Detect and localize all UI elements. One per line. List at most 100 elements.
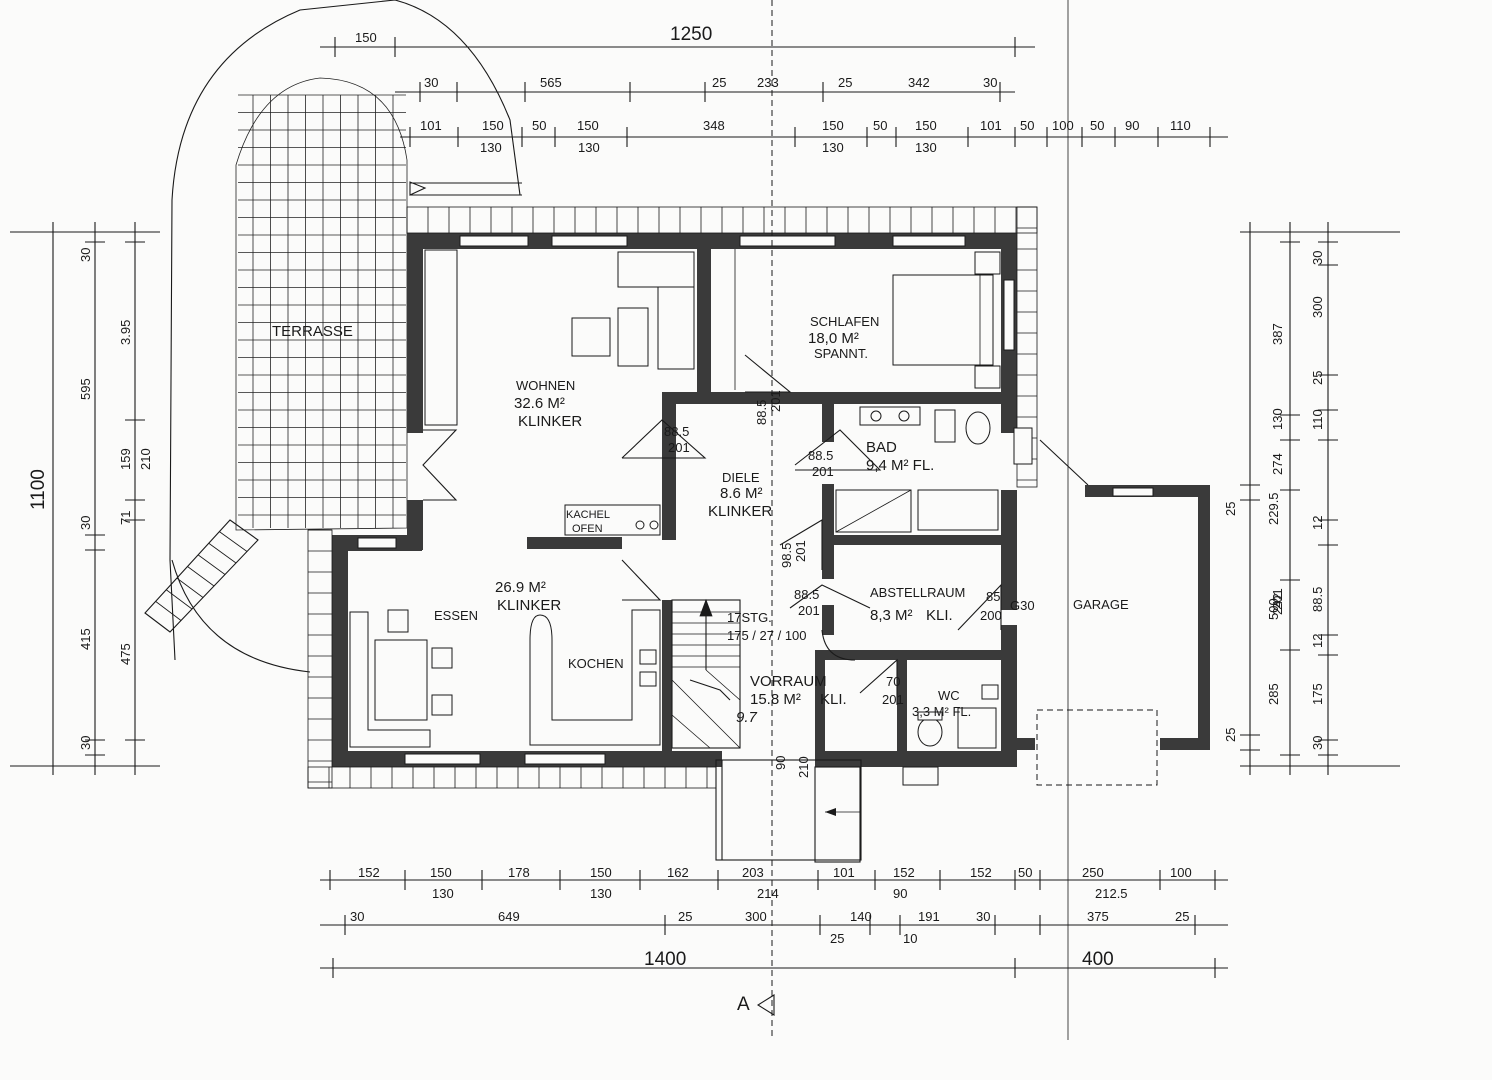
door-6-height: 201 xyxy=(882,692,904,707)
dimension-value: 152 xyxy=(358,865,380,880)
dimension-value: 274 xyxy=(1270,453,1285,475)
dimension-value: 250 xyxy=(1082,865,1104,880)
stairs-handnote: 9.7 xyxy=(736,709,758,726)
stairs-label: 17STG. xyxy=(727,610,772,625)
wohnen-floor: KLINKER xyxy=(518,413,582,430)
top-total: 1250 xyxy=(670,24,712,45)
dimension-value: 415 xyxy=(78,628,93,650)
dimension-value: 30 xyxy=(350,909,364,924)
door-1-width: 88.5 xyxy=(664,424,689,439)
terrace-label: TERRASSE xyxy=(272,323,353,340)
dimension-value: 387 xyxy=(1270,323,1285,345)
dimension-value: 30 xyxy=(78,516,93,530)
kachelofen-line1: KACHEL xyxy=(566,509,610,521)
dimension-value: 101 xyxy=(833,865,855,880)
dimension-value: 152 xyxy=(970,865,992,880)
dimension-value: 30 xyxy=(78,248,93,262)
dimension-value: 300 xyxy=(745,909,767,924)
dimension-value: 101 xyxy=(420,118,442,133)
essen-floor: KLINKER xyxy=(497,597,561,614)
garage-name: GARAGE xyxy=(1073,597,1129,612)
entry-door-height: 210 xyxy=(796,756,811,778)
dimension-value: 233 xyxy=(757,75,779,90)
dimension-value: 30 xyxy=(424,75,438,90)
vorraum-floor: KLI. xyxy=(820,691,847,708)
abstellraum-floor: KLI. xyxy=(926,607,953,624)
dimension-value: 12 xyxy=(1310,634,1325,648)
bottom-total-left: 1400 xyxy=(644,949,686,970)
dimension-value: 130 xyxy=(578,140,600,155)
dimension-value: 25 xyxy=(1175,909,1189,924)
door-7-width: 85 xyxy=(986,589,1000,604)
dimension-value: 178 xyxy=(508,865,530,880)
essen-name: ESSEN xyxy=(434,608,478,623)
dimension-lines xyxy=(10,0,1400,1040)
entry-steps xyxy=(715,759,862,863)
dimension-value: 90 xyxy=(1125,118,1139,133)
dimension-value: 25 xyxy=(712,75,726,90)
paving xyxy=(307,206,1038,789)
dimension-value: 50 xyxy=(1018,865,1032,880)
dimension-value: 150 xyxy=(822,118,844,133)
dimension-value: 130 xyxy=(590,886,612,901)
dimension-value: 101 xyxy=(980,118,1002,133)
dimension-value: 30 xyxy=(976,909,990,924)
dimension-value: 500 xyxy=(1266,598,1281,620)
schlafen-area: 18,0 M² xyxy=(808,330,859,347)
dimension-value: 159 xyxy=(118,448,133,470)
abstellraum-name: ABSTELLRAUM xyxy=(870,585,965,600)
door-1-height: 201 xyxy=(668,440,690,455)
door-5-width: 98.5 xyxy=(779,543,794,568)
dimension-value: 150 xyxy=(577,118,599,133)
dimension-value: 100 xyxy=(1170,865,1192,880)
dimension-value: 130 xyxy=(480,140,502,155)
dimension-value: 214 xyxy=(757,886,779,901)
diele-name: DIELE xyxy=(722,470,760,485)
schlafen-floor: SPANNT. xyxy=(814,346,868,361)
dimension-value: 110 xyxy=(1170,118,1191,133)
bottom-total-right: 400 xyxy=(1082,949,1114,970)
dimension-value: 175 xyxy=(1310,683,1325,705)
dimension-value: 203 xyxy=(742,865,764,880)
dimension-value: 140 xyxy=(850,909,872,924)
dimension-value: 50 xyxy=(1090,118,1104,133)
dimension-value: 110 xyxy=(1310,409,1325,430)
dimension-value: 50 xyxy=(532,118,546,133)
dimension-value: 191 xyxy=(918,909,940,924)
schlafen-name: SCHLAFEN xyxy=(810,314,879,329)
dimension-value: 30 xyxy=(1310,736,1325,750)
kachelofen-line2: OFEN xyxy=(572,523,603,535)
abstellraum-area: 8,3 M² xyxy=(870,607,913,624)
dimension-value: 242 xyxy=(1270,593,1285,615)
dimension-value: 3.95 xyxy=(118,320,133,345)
dimension-value: 212.5 xyxy=(1095,886,1128,901)
door-2-height: 201 xyxy=(768,390,783,412)
dimension-value: 201 xyxy=(1270,588,1285,610)
door-4-height: 201 xyxy=(798,603,820,618)
dimension-ticks xyxy=(43,37,1338,978)
diele-area: 8.6 M² xyxy=(720,485,763,502)
door-2-width: 88.5 xyxy=(754,400,769,425)
vorraum-name: VORRAUM xyxy=(750,673,827,690)
dimension-value: 285 xyxy=(1266,683,1281,705)
dimension-value: 348 xyxy=(703,118,725,133)
dimension-value: 88.5 xyxy=(1310,587,1325,612)
dimension-value: 25 xyxy=(1310,371,1325,385)
vorraum-area: 15.8 M² xyxy=(750,691,801,708)
diele-floor: KLINKER xyxy=(708,503,772,520)
dimension-value: 342 xyxy=(908,75,930,90)
walls xyxy=(332,233,1210,786)
dimension-value: 50 xyxy=(1020,118,1034,133)
left-total: 1100 xyxy=(28,469,49,510)
dimension-value: 375 xyxy=(1087,909,1109,924)
dimension-value: 25 xyxy=(1223,502,1238,516)
dimension-value: 229.5 xyxy=(1266,492,1281,525)
dimension-value: 300 xyxy=(1310,296,1325,318)
dimension-value: 30 xyxy=(1310,251,1325,265)
dimension-value: 130 xyxy=(432,886,454,901)
top-small: 150 xyxy=(355,30,377,45)
dimension-value: 130 xyxy=(822,140,844,155)
door-3-width: 88.5 xyxy=(808,448,833,463)
